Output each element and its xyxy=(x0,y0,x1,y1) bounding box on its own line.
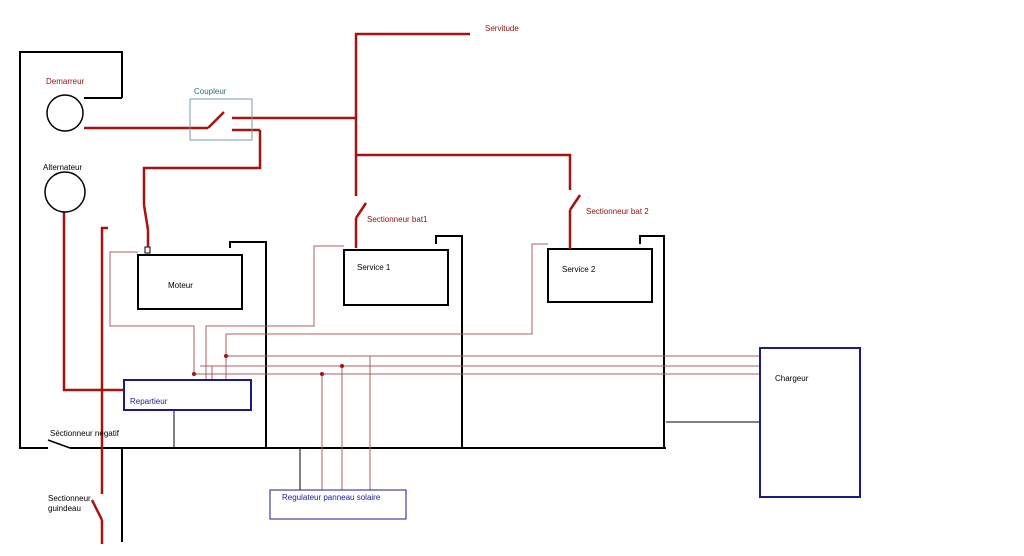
battery-compartments xyxy=(229,235,665,448)
label-service1: Service 1 xyxy=(357,263,391,272)
label-chargeur: Chargeur xyxy=(775,374,809,383)
label-alternateur: Alternateur xyxy=(43,163,82,172)
label-coupleur: Coupleur xyxy=(194,87,227,96)
label-servitude: Servitude xyxy=(485,24,519,33)
battery-service2 xyxy=(547,248,653,303)
chargeur-box xyxy=(759,347,861,498)
battery-service1 xyxy=(343,249,449,306)
label-moteur: Moteur xyxy=(168,281,193,290)
label-regulateur: Regulateur panneau solaire xyxy=(282,493,381,502)
label-sectionneur-guindeau-2: guindeau xyxy=(48,504,81,513)
thin-wiring xyxy=(109,243,760,490)
alternateur-motor xyxy=(44,171,86,213)
label-service2: Service 2 xyxy=(562,265,596,274)
positive-wiring xyxy=(62,32,582,544)
moteur-terminal xyxy=(144,246,151,254)
regulateur-box xyxy=(269,489,407,520)
repartieur-box xyxy=(123,379,252,411)
label-demarreur: Demarreur xyxy=(46,77,85,86)
coupleur-box xyxy=(189,98,253,141)
battery-moteur xyxy=(137,254,243,310)
label-sectionneur-bat1: Sectionneur bat1 xyxy=(367,215,428,224)
label-sectionneur-negatif: Séctionneur negatif xyxy=(50,429,120,438)
demarreur-motor xyxy=(46,94,84,132)
label-sectionneur-bat2: Sectionneur bat 2 xyxy=(586,207,649,216)
label-repartieur: Repartieur xyxy=(130,397,168,406)
label-sectionneur-guindeau-1: Sectionneur xyxy=(48,494,91,503)
negative-frame xyxy=(19,51,666,542)
